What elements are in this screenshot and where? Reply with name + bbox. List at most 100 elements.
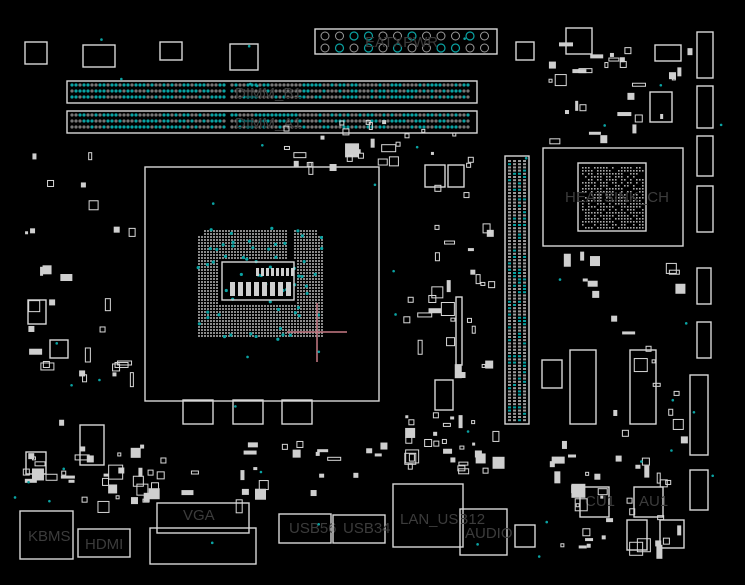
smd-part (579, 104, 587, 112)
pch-pin (582, 209, 584, 211)
au1-chip[interactable]: AU1 (633, 486, 668, 518)
cpu-pin (303, 275, 305, 277)
pin (74, 95, 78, 99)
cpu-pin (315, 245, 317, 247)
cpu-pin (315, 242, 317, 244)
pin (438, 89, 442, 93)
pcie-pin (508, 419, 511, 422)
smd-part (457, 465, 466, 472)
cpu-pin (216, 257, 218, 259)
audio-port[interactable]: AUDIO (459, 508, 513, 556)
cpu-pin (204, 272, 206, 274)
pin (314, 89, 318, 93)
cpu-pin (234, 308, 236, 310)
usb34-port[interactable]: USB34 (332, 514, 391, 544)
pcie-pin (508, 377, 511, 380)
crosshair-cursor (287, 303, 347, 362)
cpu-pin (204, 230, 206, 232)
dimm-b1-slot[interactable]: DIMM_B1 (66, 80, 478, 104)
pch-pin (594, 185, 596, 187)
pcie-pin (508, 412, 511, 415)
pcie-pin (518, 393, 521, 396)
pin (386, 83, 390, 87)
cpu-pin (276, 317, 278, 319)
pin (394, 125, 398, 129)
vga-port[interactable]: VGA (149, 502, 257, 565)
pcie-slot[interactable] (504, 155, 530, 425)
cpu-pin (258, 236, 260, 238)
cpu-pin (303, 245, 305, 247)
pin (342, 125, 346, 129)
cpu-pin (321, 314, 323, 316)
pin (94, 125, 98, 129)
pin (298, 125, 302, 129)
cpu-pin (270, 233, 272, 235)
pch-pin (591, 182, 593, 184)
pch-pin (642, 191, 644, 193)
cpu-pin (198, 275, 200, 277)
cpu-pin (291, 305, 293, 307)
dimm-a1-slot[interactable]: DIMM_A1 (66, 110, 478, 134)
pcie-pin (508, 355, 511, 358)
cpu-pin (297, 251, 299, 253)
usb56-port[interactable]: USB56 (278, 513, 337, 544)
via (319, 235, 324, 240)
cpu-pin (300, 266, 302, 268)
chipset-heatsink[interactable]: HEATSINK_CH (542, 147, 684, 247)
pin (462, 83, 466, 87)
cpu-pin (297, 302, 299, 304)
cpu-pin (204, 323, 206, 325)
cpu-pin (213, 272, 215, 274)
pin (390, 95, 394, 99)
smd-part (617, 112, 632, 117)
pin (422, 119, 426, 123)
pin (334, 43, 345, 53)
pch-pin (606, 218, 608, 220)
cpu-pin (321, 245, 323, 247)
pin (414, 89, 418, 93)
pin (242, 95, 246, 99)
smd-part (475, 274, 481, 285)
cpu-pin (225, 257, 227, 259)
eatxpwr-connector[interactable]: EATXPWR (314, 28, 498, 55)
component (696, 321, 712, 359)
smd-part (346, 154, 353, 162)
cpu-pin (315, 278, 317, 280)
cpu-pin (213, 296, 215, 298)
lan-usb-port[interactable]: LAN_USB12 (392, 483, 485, 548)
kbms-port[interactable]: KBMS (19, 510, 74, 560)
smd-part (554, 74, 567, 87)
cpu-pin (252, 239, 254, 241)
pcie-pin (518, 406, 521, 409)
via (302, 260, 306, 264)
pch-pin (621, 221, 623, 223)
cpu-pin (207, 242, 209, 244)
pch-pin (618, 197, 620, 199)
cpu-socket[interactable] (144, 166, 380, 402)
pch-pin (606, 176, 608, 178)
cpu-pin (300, 323, 302, 325)
cu1-chip[interactable]: CU1 (579, 486, 615, 518)
pin (326, 95, 330, 99)
cpu-pin (279, 245, 281, 247)
hdmi-port[interactable]: HDMI (77, 528, 131, 558)
cpu-pin (276, 314, 278, 316)
pch-pin (615, 179, 617, 181)
via (239, 272, 243, 277)
cpu-pin (309, 329, 311, 331)
smd-part (631, 82, 646, 87)
smd-part (365, 119, 371, 125)
cpu-pin (219, 248, 221, 250)
pch-pin (627, 200, 629, 202)
via (276, 307, 281, 312)
cpu-pin (300, 269, 302, 271)
cpu-pin (228, 317, 230, 319)
pin (238, 125, 242, 129)
cpu-pin (258, 245, 260, 247)
pch-pin (615, 224, 617, 226)
pch-pin (600, 182, 602, 184)
cpu-pin (201, 317, 203, 319)
pcie-pin (513, 377, 516, 380)
